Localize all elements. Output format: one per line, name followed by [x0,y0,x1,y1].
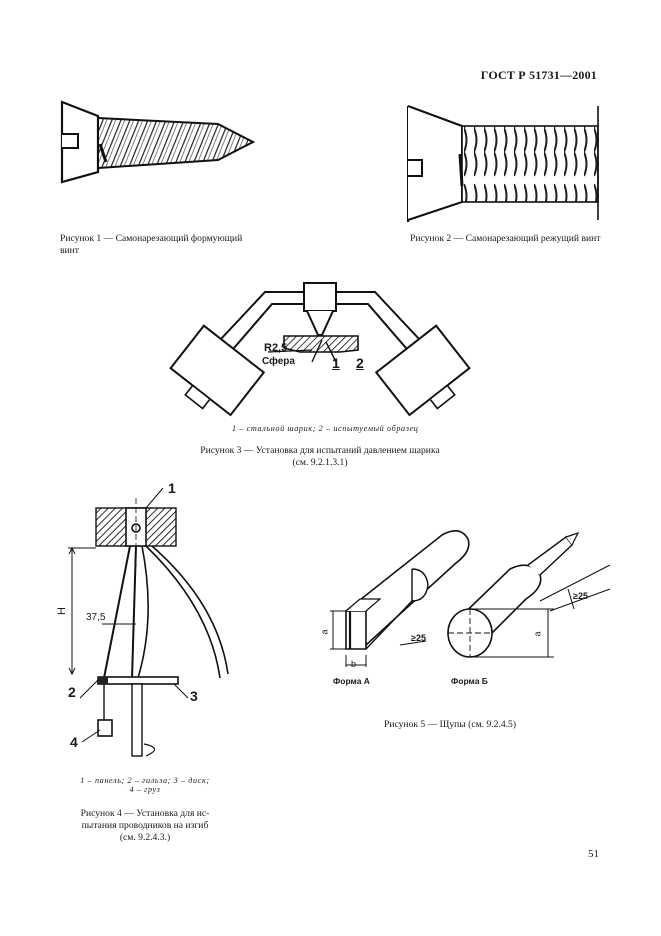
figure5-drawing [330,530,611,667]
figure5-label-b: b [351,659,357,669]
document-standard-number: ГОСТ Р 51731—2001 [480,68,597,82]
figure4-caption-line3: (см. 9.2.4.3.) [119,832,171,843]
figure5-label-a1: a [319,629,330,635]
figure4-legend-line1: 1 – панель; 2 – гильза; 3 – диск; [80,776,210,785]
figure5-label-ge25a: ≥25 [411,633,426,643]
figure4-label-1: 1 [168,480,176,496]
figure2-caption: Рисунок 2 — Самонарезающий режущий винт [410,233,601,244]
figure4-label-dim: 37,5 [86,612,106,623]
figure3-drawing [169,282,471,417]
figure3-caption-line2: (см. 9.2.1.3.1) [292,457,348,468]
figure4-label-4: 4 [70,734,78,750]
figure4-caption-line1: Рисунок 4 — Установка для ис- [80,808,210,819]
figure3-caption: Рисунок 3 — Установка для испытаний давл… [150,445,490,469]
figure3-label-2: 2 [356,355,364,371]
figure4-label-2: 2 [68,684,76,700]
figure3-label-radius: R2,5 [264,342,288,354]
figure4-drawing [68,487,229,757]
figure4-label-h: H [55,607,68,615]
figure4-legend: 1 – панель; 2 – гильза; 3 – диск; 4 – гр… [60,776,230,794]
figure5-label-ge25b: ≥25 [573,591,588,601]
figure4-caption-line2: пытания проводников на изгиб [81,820,209,831]
figure3-legend: 1 – стальной шарик; 2 – испытуемый образ… [232,424,419,433]
figure4-label-3: 3 [190,688,198,704]
figure3-label-sphere: Сфера [262,356,295,367]
figure1-caption: Рисунок 1 — Самонарезающий формующий вин… [60,233,243,256]
figure5-label-a2: a [532,631,543,637]
figure3-caption-line1: Рисунок 3 — Установка для испытаний давл… [200,445,440,456]
figure5-label-form-a: Форма А [333,676,370,686]
figure4-caption: Рисунок 4 — Установка для ис- пытания пр… [60,808,230,844]
figure4-legend-line2: 4 – груз [129,785,161,794]
figure5-label-form-b: Форма Б [451,676,488,686]
figure3-label-1: 1 [332,355,340,371]
page-number: 51 [588,848,599,860]
figure2-drawing [407,105,599,222]
figure5-caption: Рисунок 5 — Щупы (см. 9.2.4.5) [384,719,517,730]
figure1-drawing [60,100,256,184]
